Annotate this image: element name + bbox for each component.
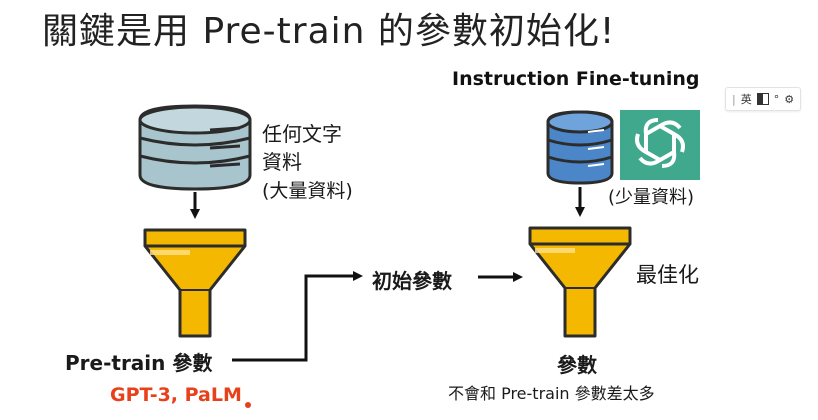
funnel-icon-left (143, 228, 247, 338)
funnel-icon-right (528, 226, 632, 338)
db-label-line1: 任何文字 (262, 122, 342, 146)
finetuned-note: 不會和 Pre-train 參數差太多 (448, 384, 655, 403)
openai-logo-icon (620, 110, 700, 180)
instruction-finetuning-heading: Instruction Fine-tuning (452, 68, 700, 90)
punctuation-icon[interactable]: ° (773, 92, 780, 106)
finetuned-params-label: 參數 (557, 353, 597, 377)
pointer-dot (245, 402, 251, 408)
optimize-label: 最佳化 (636, 263, 699, 287)
database-icon-right (546, 110, 614, 185)
gear-icon[interactable]: ⚙ (784, 92, 795, 106)
ime-language-toggle[interactable]: 英 (740, 93, 752, 106)
ime-toolbar[interactable]: | 英 ° ⚙ (725, 87, 802, 111)
db-label-line2: 資料 (262, 150, 302, 174)
small-data-label: (少量資料) (608, 187, 695, 208)
db-label-line3: (大量資料) (262, 180, 353, 202)
half-width-icon[interactable] (756, 93, 769, 105)
models-label: GPT-3, PaLM (110, 384, 242, 406)
init-params-label: 初始參數 (372, 269, 452, 293)
slide-title: 關鍵是用 Pre-train 的參數初始化! (42, 11, 616, 52)
pretrain-params-label: Pre-train 參數 (65, 351, 213, 375)
arrow-pretrain-to-init (232, 271, 363, 362)
database-icon-left (138, 104, 252, 191)
ime-separator: | (732, 92, 736, 106)
